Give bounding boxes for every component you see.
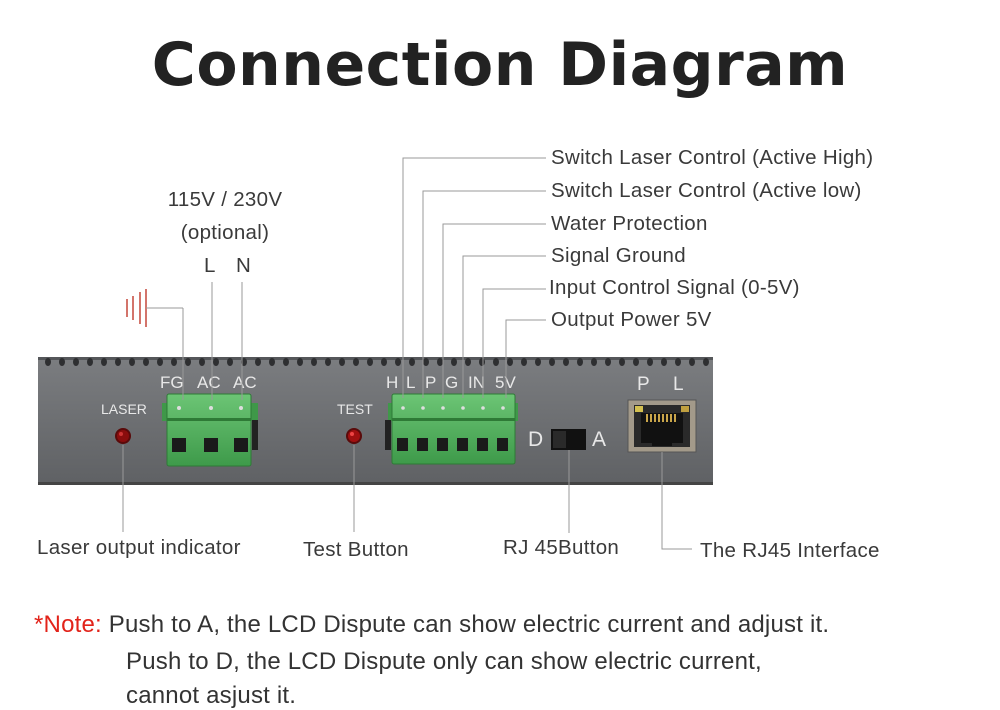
signal-label-output-power: Output Power 5V (551, 308, 712, 331)
note-line-1: *Note: Push to A, the LCD Dispute can sh… (34, 611, 829, 639)
note-line-3: cannot asjust it. (126, 682, 297, 709)
test-button-label: Test Button (303, 538, 409, 561)
rj-p-label: P (637, 374, 650, 395)
voltage-label: 115V / 230V (167, 188, 283, 211)
rj45-button-label: RJ 45Button (503, 536, 620, 559)
panel-ac1-label: AC (197, 373, 221, 392)
vent-slots (45, 358, 709, 366)
panel-pin-g: G (445, 373, 458, 392)
panel-pin-h: H (386, 373, 398, 392)
rj45-mode-switch[interactable] (551, 429, 586, 450)
panel-test-label: TEST (337, 401, 373, 417)
power-n-label: N (236, 254, 252, 277)
signal-label-water-protection: Water Protection (551, 212, 708, 235)
rj-l-label: L (673, 374, 684, 395)
panel-pin-in: IN (468, 373, 485, 392)
note-key: *Note: (34, 611, 102, 638)
signal-label-active-high: Switch Laser Control (Active High) (551, 146, 874, 169)
power-l-label: L (204, 254, 216, 277)
signal-label-input-control: Input Control Signal (0-5V) (549, 276, 800, 299)
power-terminal-block[interactable] (162, 393, 258, 467)
switch-d-label: D (528, 428, 543, 451)
signal-terminal-block[interactable] (385, 393, 518, 465)
device-panel (38, 357, 713, 485)
panel-pin-p: P (425, 373, 436, 392)
panel-fg-label: FG (160, 373, 184, 392)
panel-ac2-label: AC (233, 373, 257, 392)
signal-label-signal-ground: Signal Ground (551, 244, 686, 267)
bottom-leader-lines (122, 445, 692, 550)
panel-laser-label: LASER (101, 401, 147, 417)
laser-output-indicator-label: Laser output indicator (37, 536, 241, 559)
optional-label: (optional) (180, 221, 270, 244)
rj45-port[interactable] (627, 399, 697, 453)
signal-leader-lines (402, 157, 546, 398)
rj45-interface-label: The RJ45 Interface (700, 539, 880, 562)
ground-icon (126, 289, 147, 327)
signal-label-active-low: Switch Laser Control (Active low) (551, 179, 862, 202)
panel-pin-l: L (406, 373, 415, 392)
note-line-2: Push to D, the LCD Dispute only can show… (126, 648, 762, 675)
switch-a-label: A (592, 428, 606, 451)
page-title: Connection Diagram (151, 30, 849, 100)
note-text-1: Push to A, the LCD Dispute can show elec… (108, 611, 830, 638)
